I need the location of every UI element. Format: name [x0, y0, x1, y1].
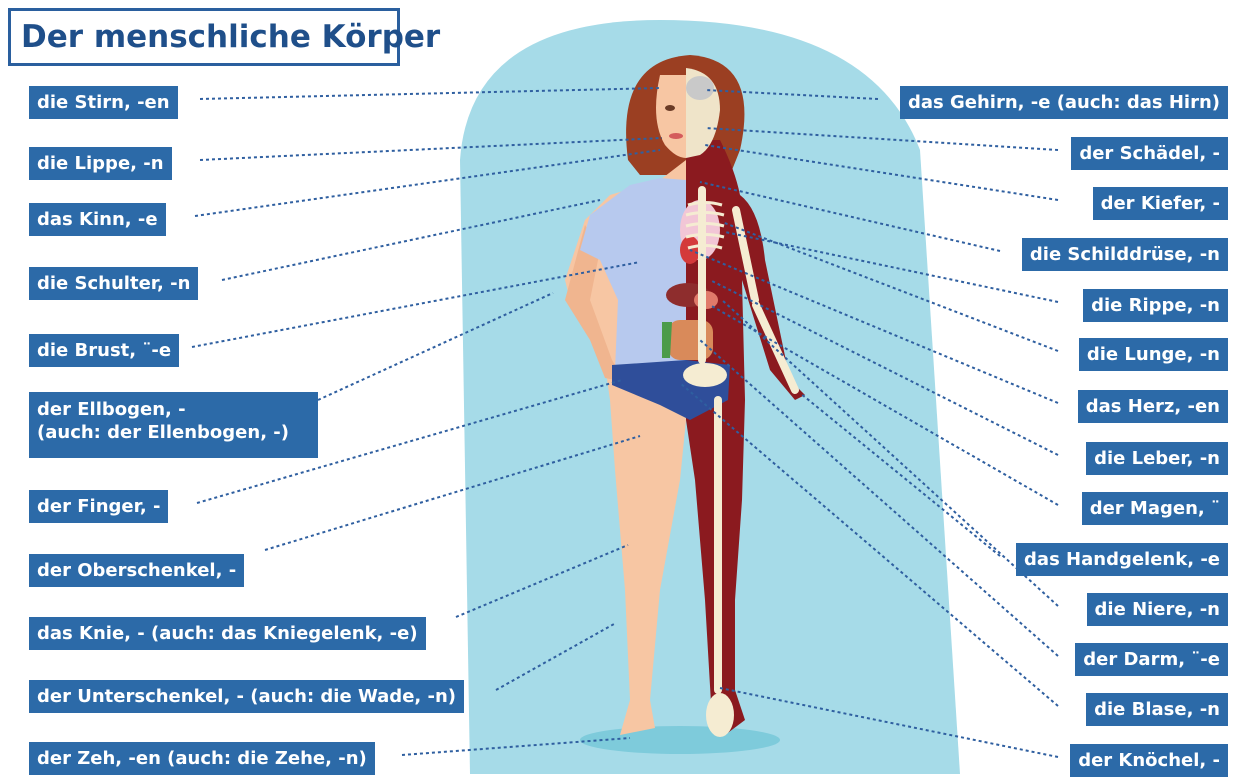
label-schaedel: der Schädel, - [1071, 137, 1228, 170]
label-herz: das Herz, -en [1078, 390, 1228, 423]
label-schulter: die Schulter, -n [29, 267, 198, 300]
page-title: Der menschliche Körper [8, 8, 400, 66]
label-oberschenkel: der Oberschenkel, - [29, 554, 244, 587]
label-kiefer: der Kiefer, - [1093, 187, 1228, 220]
label-leber: die Leber, -n [1086, 442, 1228, 475]
pelvis [683, 363, 727, 387]
label-lunge: die Lunge, -n [1079, 338, 1228, 371]
label-niere: die Niere, -n [1087, 593, 1228, 626]
label-unterschenkel: der Unterschenkel, - (auch: die Wade, -n… [29, 680, 464, 713]
brain [686, 76, 714, 100]
label-magen: der Magen, ¨ [1082, 492, 1228, 525]
label-darm: der Darm, ¨-e [1075, 643, 1228, 676]
label-stirn: die Stirn, -en [29, 86, 178, 119]
label-blase: die Blase, -n [1086, 693, 1228, 726]
intestines [668, 320, 713, 360]
mouth [669, 133, 683, 139]
label-kinn: das Kinn, -e [29, 203, 166, 236]
label-knoechel: der Knöchel, - [1070, 744, 1228, 777]
label-ellbogen-line2: (auch: der Ellenbogen, -) [37, 421, 310, 444]
label-rippe: die Rippe, -n [1083, 289, 1228, 322]
label-knie: das Knie, - (auch: das Kniegelenk, -e) [29, 617, 426, 650]
label-ellbogen-line1: der Ellbogen, - [37, 398, 310, 421]
label-ellbogen: der Ellbogen, - (auch: der Ellenbogen, -… [29, 392, 318, 458]
label-schilddruese: die Schilddrüse, -n [1022, 238, 1228, 271]
eye [665, 105, 675, 111]
label-handgelenk: das Handgelenk, -e [1016, 543, 1228, 576]
label-lippe: die Lippe, -n [29, 147, 172, 180]
foot-bones [706, 693, 734, 737]
label-finger: der Finger, - [29, 490, 168, 523]
floor-shadow [580, 726, 780, 754]
label-gehirn: das Gehirn, -e (auch: das Hirn) [900, 86, 1228, 119]
label-brust: die Brust, ¨-e [29, 334, 179, 367]
label-zeh: der Zeh, -en (auch: die Zehe, -n) [29, 742, 375, 775]
